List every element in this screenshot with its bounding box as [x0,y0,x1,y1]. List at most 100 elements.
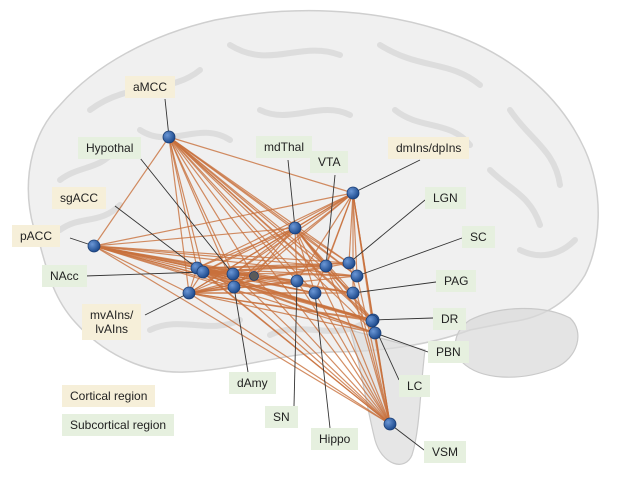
edge-dmIns-VTA [325,192,354,267]
edge-dmIns-NAcc [202,192,354,273]
edge-mvAIns-PBN [188,292,376,334]
leader-LGN [348,199,426,264]
leader-NAcc [84,271,204,277]
label-SN: SN [265,406,298,428]
label-Hypothal: Hypothal [78,137,142,159]
edge-aMCC-NAcc [168,136,204,273]
leader-SC [356,237,463,277]
label-VSM: VSM [424,441,467,463]
node-mdThal [288,221,302,235]
label-text-mvAIns: mvAIns/ lvAIns [90,308,134,336]
node-PBN [368,326,382,340]
edge-aMCC-SC [168,136,358,277]
label-text-dmIns: dmIns/dpIns [396,141,462,155]
edge-VSM-center [253,275,391,425]
label-sgACC: sgACC [52,187,107,209]
label-text-mdThal: mdThal [264,140,305,154]
leader-dAmy [233,286,249,373]
node-SN [290,274,304,288]
edge-VSM-Hypothal [232,273,391,425]
label-text-Hippo: Hippo [319,432,351,446]
edge-pACC-mdThal [93,227,296,247]
label-text-pACC: pACC [20,229,53,243]
node-SC [350,269,364,283]
label-text-SC: SC [470,230,487,244]
edge-dmIns-LGN [348,192,354,264]
leader-Hippo [314,292,331,429]
edge-aMCC-mvAIns [168,136,190,294]
legend-cortical-text: Cortical region [70,389,148,403]
node-LC [365,314,379,328]
label-dAmy: dAmy [229,372,276,394]
edge-sgACC-Hippo [196,267,316,294]
edge-pACC-VTA [93,245,327,267]
label-PAG: PAG [436,270,477,292]
region-nodes [87,130,397,431]
edge-mdThal-NAcc [202,227,296,273]
edge-aMCC-sgACC [168,136,198,269]
node-NAcc [196,265,210,279]
edge-pACC-dmIns [93,192,354,247]
legend-subcortical: Subcortical region [62,414,175,436]
edge-mvAIns-VSM [188,292,391,425]
label-text-NAcc: NAcc [50,269,79,283]
leader-VTA [325,174,336,267]
edge-VSM-PAG [352,292,391,425]
edge-aMCC-dmIns [168,136,354,194]
node-VSM [383,417,397,431]
leader-mdThal [287,159,296,229]
label-text-LGN: LGN [433,191,458,205]
node-PAG [346,286,360,300]
edge-VSM-dAmy [233,286,391,425]
edge-mdThal-LGN [294,227,350,264]
label-pACC: pACC [12,225,61,247]
label-text-PBN: PBN [436,345,461,359]
edge-VSM-Hippo [314,292,391,425]
node-VTA [319,259,333,273]
edge-mdThal-SN [294,227,298,282]
legend-cortical: Cortical region [62,385,156,407]
edge-aMCC-SN [168,136,298,282]
edge-pACC-LGN [93,245,350,264]
label-text-aMCC: aMCC [133,80,168,94]
node-center [249,271,259,281]
edge-aMCC-LGN [168,136,350,264]
label-text-Hypothal: Hypothal [86,141,134,155]
label-DR: DR [433,308,467,330]
leader-sgACC [114,205,198,269]
edge-mdThal-Hippo [294,227,316,294]
leader-PAG [352,281,437,294]
label-text-sgACC: sgACC [60,191,99,205]
leader-mvAIns [144,292,190,316]
edge-VSM-SN [296,280,391,425]
label-mdThal: mdThal [256,136,313,158]
label-text-DR: DR [441,312,459,326]
edge-VSM-VTA [325,265,391,425]
label-VTA: VTA [310,151,349,173]
leader-dmIns [352,159,421,194]
edge-VSM-SC [356,275,391,425]
edge-dmIns-mdThal [294,192,354,229]
label-text-VTA: VTA [318,155,341,169]
edge-dmIns-sgACC [196,192,354,269]
leader-VSM [389,423,425,451]
label-text-SN: SN [273,410,290,424]
label-NAcc: NAcc [42,265,87,287]
edge-VSM-NAcc [202,271,391,425]
node-dAmy [227,280,241,294]
leader-SN [293,280,298,407]
edge-dmIns-SC [352,192,358,277]
node-dmIns [346,186,360,200]
leader-Hypothal [139,157,234,275]
label-text-dAmy: dAmy [237,376,268,390]
edge-aMCC-VSM [168,136,391,425]
edge-aMCC-Hypothal [168,136,234,275]
label-Hippo: Hippo [311,428,359,450]
label-LC: LC [399,375,431,397]
edge-sgACC-SC [196,267,358,277]
node-Hypothal [226,267,240,281]
label-dmIns: dmIns/dpIns [388,137,470,159]
node-Hippo [308,286,322,300]
node-LGN [342,256,356,270]
